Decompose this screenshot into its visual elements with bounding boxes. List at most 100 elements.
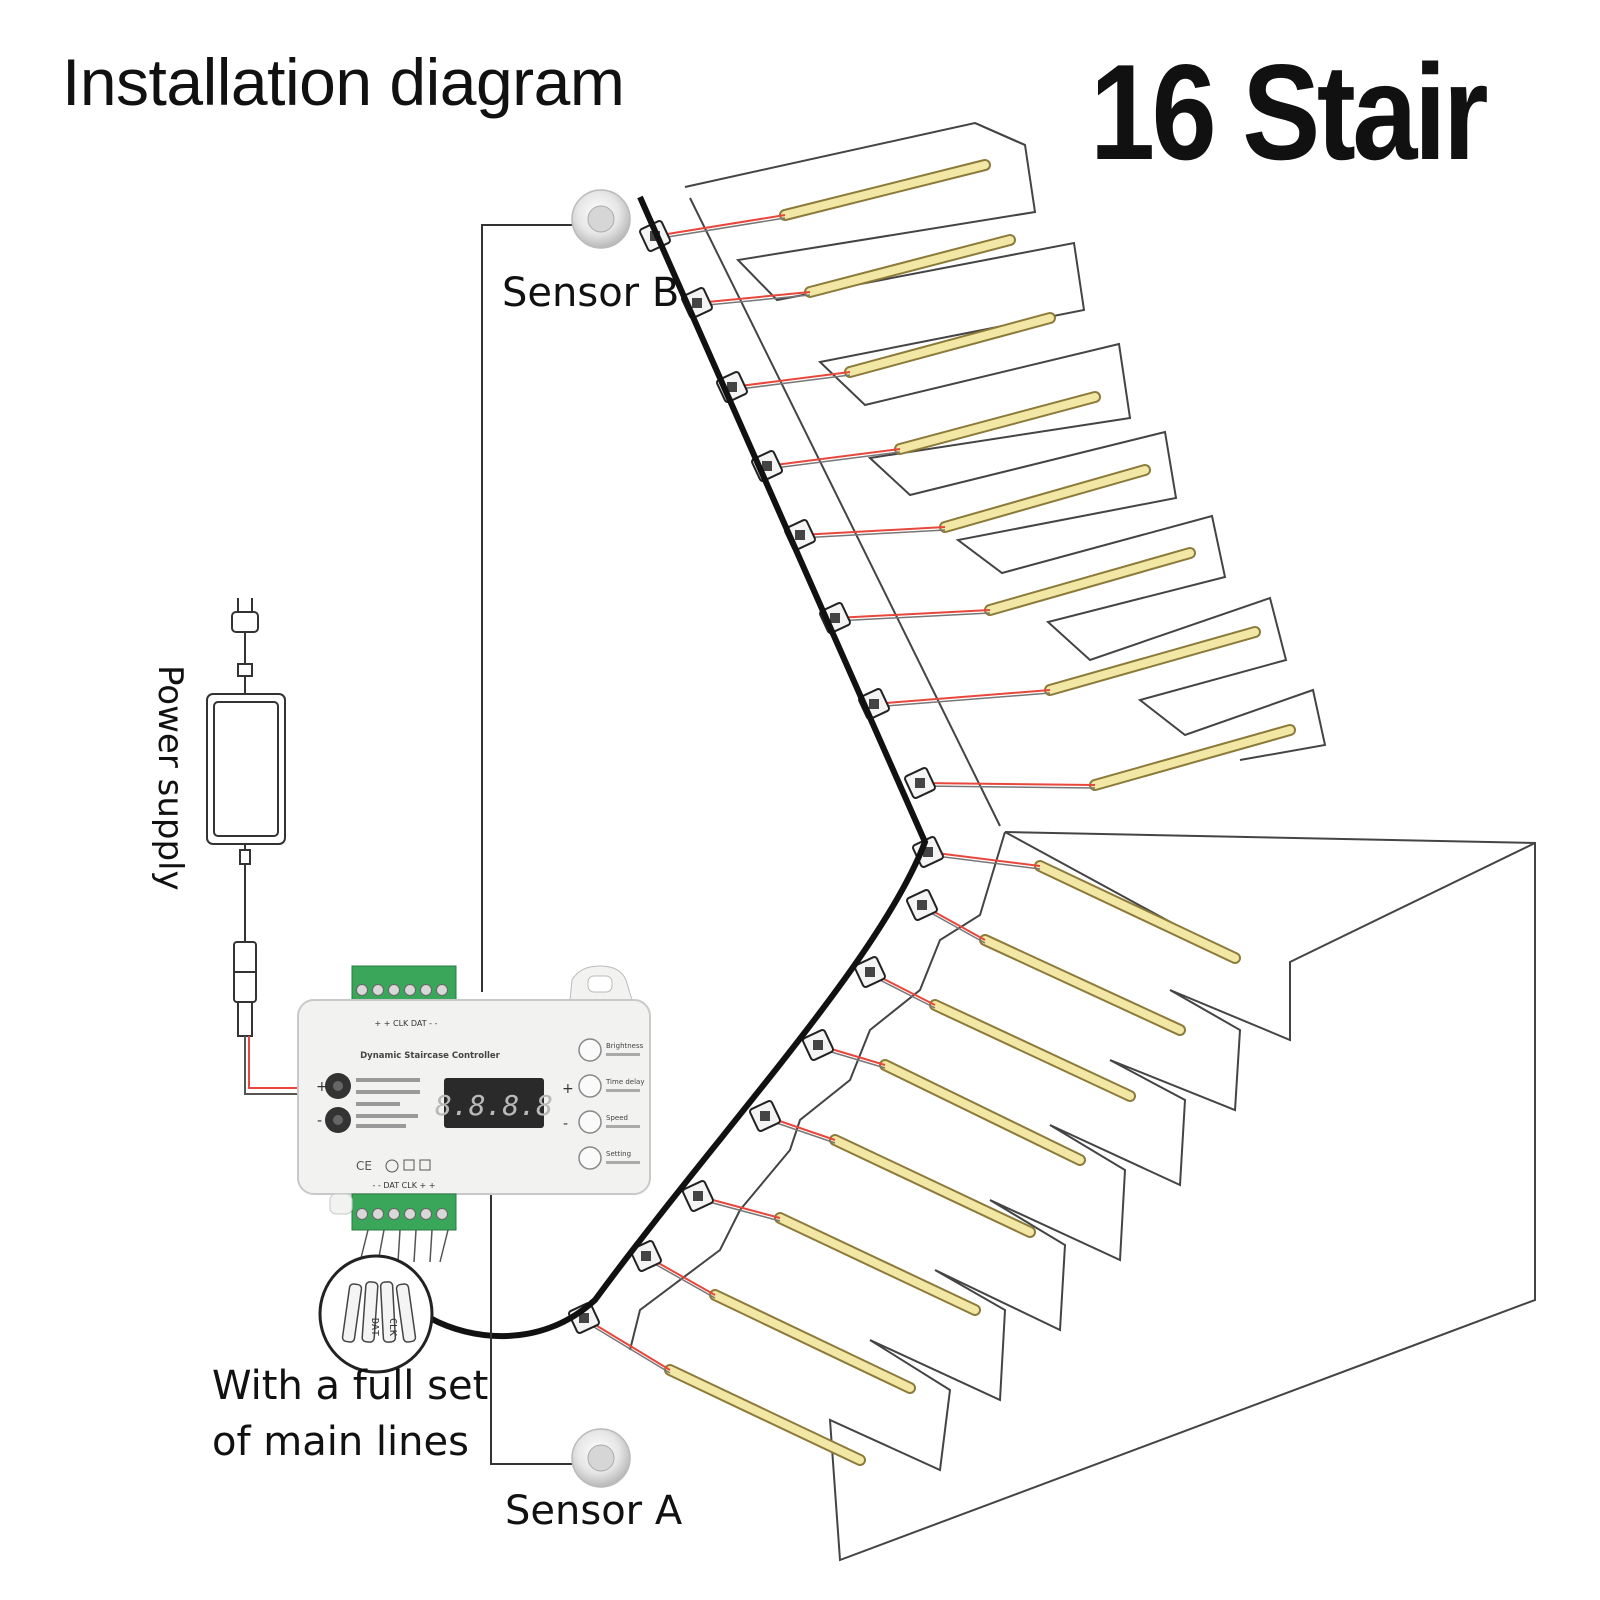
strip-wire: [834, 609, 991, 619]
connector-core: [795, 530, 805, 540]
light-strip-glow: [896, 393, 1099, 453]
connector-core: [915, 778, 925, 788]
strip-wire-dark: [927, 854, 1041, 870]
staircase-controller: 8.8.8.8 Dynamic Staircase Controller + +…: [297, 965, 651, 1231]
light-strip-glow: [1091, 726, 1294, 789]
terminal-screw: [436, 984, 448, 996]
controller-name: Dynamic Staircase Controller: [360, 1051, 501, 1061]
connector-core: [693, 1191, 703, 1201]
terminal-screw: [404, 1208, 416, 1220]
strip-wire-dark: [696, 294, 811, 307]
terminal-screw: [372, 984, 384, 996]
strip-wire: [927, 851, 1041, 867]
strip-wire-dark: [799, 529, 946, 539]
terminal-screw: [388, 984, 400, 996]
strip-wire: [873, 689, 1051, 705]
strip-wire: [731, 371, 851, 388]
sensor-b-label: Sensor B: [502, 270, 680, 316]
upper-stair-outline: [684, 121, 1327, 761]
strip-wire: [766, 448, 901, 467]
upper-stair-flight: [684, 121, 1327, 827]
light-strip-glow: [846, 314, 1054, 376]
connector-core: [830, 613, 840, 623]
strip-wires: [583, 214, 1096, 1374]
connector-core: [813, 1040, 823, 1050]
svg-text:+: +: [562, 1081, 574, 1097]
controller-button-caption: [606, 1161, 640, 1164]
terminal-screw: [356, 1208, 368, 1220]
power-supply: [206, 598, 304, 1095]
controller-button-caption: [606, 1089, 640, 1092]
sensor-b-icon: [571, 189, 631, 249]
terminal-screw: [420, 1208, 432, 1220]
light-strip-glow: [711, 1291, 914, 1392]
controller-button-caption: [606, 1053, 640, 1056]
light-strip-glow: [986, 549, 1194, 614]
terminal-screw: [372, 1208, 384, 1220]
terminal-block-top: [351, 965, 457, 1005]
strip-wire-dark: [766, 451, 901, 470]
strip-wire-dark: [873, 692, 1051, 708]
strip-wire: [919, 782, 1096, 786]
strip-wire: [654, 214, 786, 237]
upper-stair-stringer: [689, 197, 1001, 827]
terminal-screw: [420, 984, 432, 996]
svg-text:-: -: [317, 1113, 322, 1129]
light-strip-glow: [981, 936, 1184, 1034]
main-lines-caption: With a full set of main lines: [212, 1358, 488, 1470]
controller-button: [578, 1110, 602, 1134]
lower-stair-edge: [629, 831, 1006, 1351]
connector-core: [692, 298, 702, 308]
light-strip-glow: [881, 1061, 1084, 1164]
connector-core: [923, 847, 933, 857]
main-lines-line2: of main lines: [212, 1419, 469, 1465]
controller-button: [578, 1074, 602, 1098]
sensor-b-cable: [481, 224, 572, 992]
connector-core: [579, 1313, 589, 1323]
light-strip-glow: [781, 161, 989, 219]
connector-core: [641, 1251, 651, 1261]
wire-ends-magnifier: DAT CLK: [318, 1254, 434, 1374]
light-strip-glow: [666, 1366, 864, 1464]
light-strip-glow: [806, 236, 1014, 296]
controller-button-label: Setting: [606, 1150, 631, 1158]
connector-core: [865, 967, 875, 977]
light-strips: [664, 159, 1296, 1466]
controller-button-label: Speed: [606, 1114, 628, 1122]
diagram-title: Installation diagram: [62, 45, 625, 119]
strip-wire-dark: [645, 1258, 716, 1299]
strip-wire-dark: [731, 374, 851, 391]
strip-wire: [696, 291, 811, 304]
strip-wire-dark: [834, 612, 991, 622]
terminal-block-bottom: [351, 1193, 457, 1231]
sensor-a-icon: [571, 1428, 631, 1488]
lower-stair-outline: [828, 831, 1536, 1562]
strip-wire: [583, 1317, 671, 1371]
controller-button-label: Time delay: [605, 1078, 644, 1086]
controller-button-caption: [606, 1125, 640, 1128]
svg-text:-: -: [563, 1116, 568, 1132]
upper-stair-top-edge: [974, 122, 1026, 146]
terminal-screw: [404, 984, 416, 996]
controller-button: [578, 1146, 602, 1170]
connector-core: [762, 461, 772, 471]
power-supply-label: Power supply: [150, 665, 190, 891]
connector-core: [760, 1111, 770, 1121]
wire-label-clk: CLK: [387, 1318, 398, 1336]
light-strip-glow: [1046, 628, 1259, 694]
lower-stair-flight: [629, 831, 1536, 1562]
terminal-screw: [436, 1208, 448, 1220]
strip-wire: [799, 526, 946, 536]
ce-mark-icon: CE: [356, 1159, 431, 1173]
controller-button-label: Brightness: [606, 1042, 644, 1050]
sensor-a-label: Sensor A: [505, 1488, 683, 1534]
stair-count-title: 16 Stair: [1090, 36, 1489, 188]
connector-core: [869, 699, 879, 709]
svg-text:CE: CE: [356, 1159, 372, 1173]
main-lines-line1: With a full set: [212, 1363, 489, 1409]
strip-wire-dark: [654, 217, 786, 240]
strip-wire-dark: [919, 785, 1096, 789]
terminal-label-bottom: - - DAT CLK + +: [373, 1181, 436, 1190]
